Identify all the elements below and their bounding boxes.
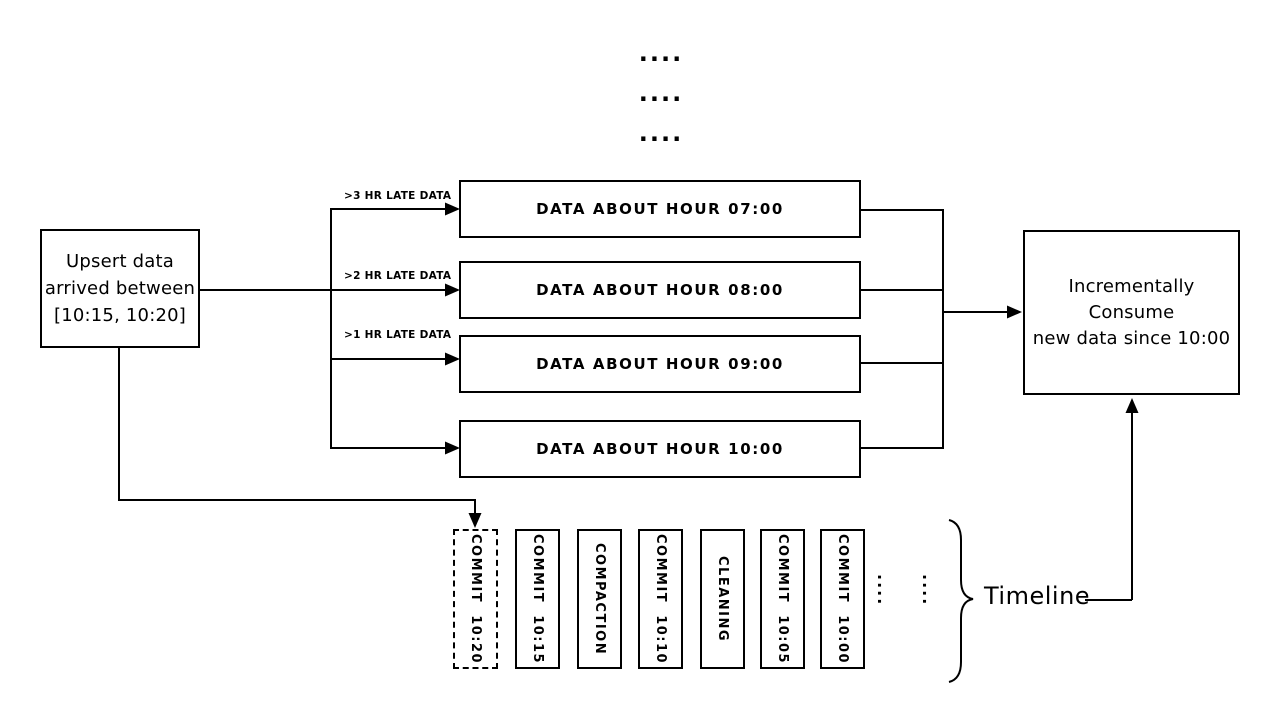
cleaning-box-label: CLEANING	[715, 555, 730, 643]
branch-label-1hr: >1 HR LATE DATA	[344, 329, 452, 341]
branch-label-3hr: >3 HR LATE DATA	[344, 190, 452, 202]
consume-box-line-1: Incrementally Consume	[1068, 275, 1195, 323]
commit-box-1010: COMMIT 10:10	[638, 529, 683, 669]
arrowhead-hour09	[445, 352, 460, 366]
timeline-brace	[948, 519, 974, 683]
data-box-hour-1000-label: DATA ABOUT HOUR 10:00	[536, 440, 784, 458]
commit-box-1015-label: COMMIT 10:15	[530, 533, 545, 665]
arrowhead-consume	[1007, 305, 1022, 319]
compaction-box: COMPACTION	[577, 529, 622, 669]
commit-box-1000: COMMIT 10:00	[820, 529, 865, 669]
data-box-hour-0700: DATA ABOUT HOUR 07:00	[459, 180, 861, 238]
arrowhead-hour10	[445, 441, 460, 455]
upsert-box-line-1: Upsert data	[66, 251, 174, 272]
commit-box-1015: COMMIT 10:15	[515, 529, 560, 669]
timeline-ellipsis-2: ....	[919, 574, 938, 607]
data-box-hour-0700-label: DATA ABOUT HOUR 07:00	[536, 200, 784, 218]
timeline-ellipsis-1: ....	[874, 574, 893, 607]
commit-box-1000-label: COMMIT 10:00	[835, 533, 850, 665]
arrowhead-commit	[468, 513, 482, 528]
compaction-box-label: COMPACTION	[592, 542, 607, 656]
upsert-box-line-3: [10:15, 10:20]	[53, 305, 187, 326]
commit-box-1020-label: COMMIT 10:20	[468, 533, 483, 665]
consume-box: Incrementally Consume new data since 10:…	[1023, 230, 1240, 395]
timeline-label: Timeline	[984, 582, 1091, 610]
data-box-hour-0800: DATA ABOUT HOUR 08:00	[459, 261, 861, 319]
branch-label-2hr: >2 HR LATE DATA	[344, 270, 452, 282]
top-ellipsis-row-2: ....	[638, 79, 684, 107]
data-box-hour-0900-label: DATA ABOUT HOUR 09:00	[536, 355, 784, 373]
upsert-box: Upsert data arrived between [10:15, 10:2…	[40, 229, 200, 348]
upsert-to-commit-line	[118, 348, 476, 514]
arrowhead-timeline	[1125, 398, 1139, 413]
data-box-hour-1000: DATA ABOUT HOUR 10:00	[459, 420, 861, 478]
commit-box-1005-label: COMMIT 10:05	[775, 533, 790, 665]
commit-box-1010-label: COMMIT 10:10	[653, 533, 668, 665]
commit-box-1020: COMMIT 10:20	[453, 529, 498, 669]
commit-box-1005: COMMIT 10:05	[760, 529, 805, 669]
data-box-hour-0800-label: DATA ABOUT HOUR 08:00	[536, 281, 784, 299]
cleaning-box: CLEANING	[700, 529, 745, 669]
top-ellipsis-row-1: ....	[638, 39, 684, 67]
data-box-hour-0900: DATA ABOUT HOUR 09:00	[459, 335, 861, 393]
arrowhead-hour08	[445, 283, 460, 297]
consume-box-line-2: new data since 10:00	[1032, 327, 1231, 349]
arrowhead-hour07	[445, 202, 460, 216]
top-ellipsis-row-3: ....	[638, 119, 684, 147]
upsert-box-line-2: arrived between	[44, 278, 196, 299]
